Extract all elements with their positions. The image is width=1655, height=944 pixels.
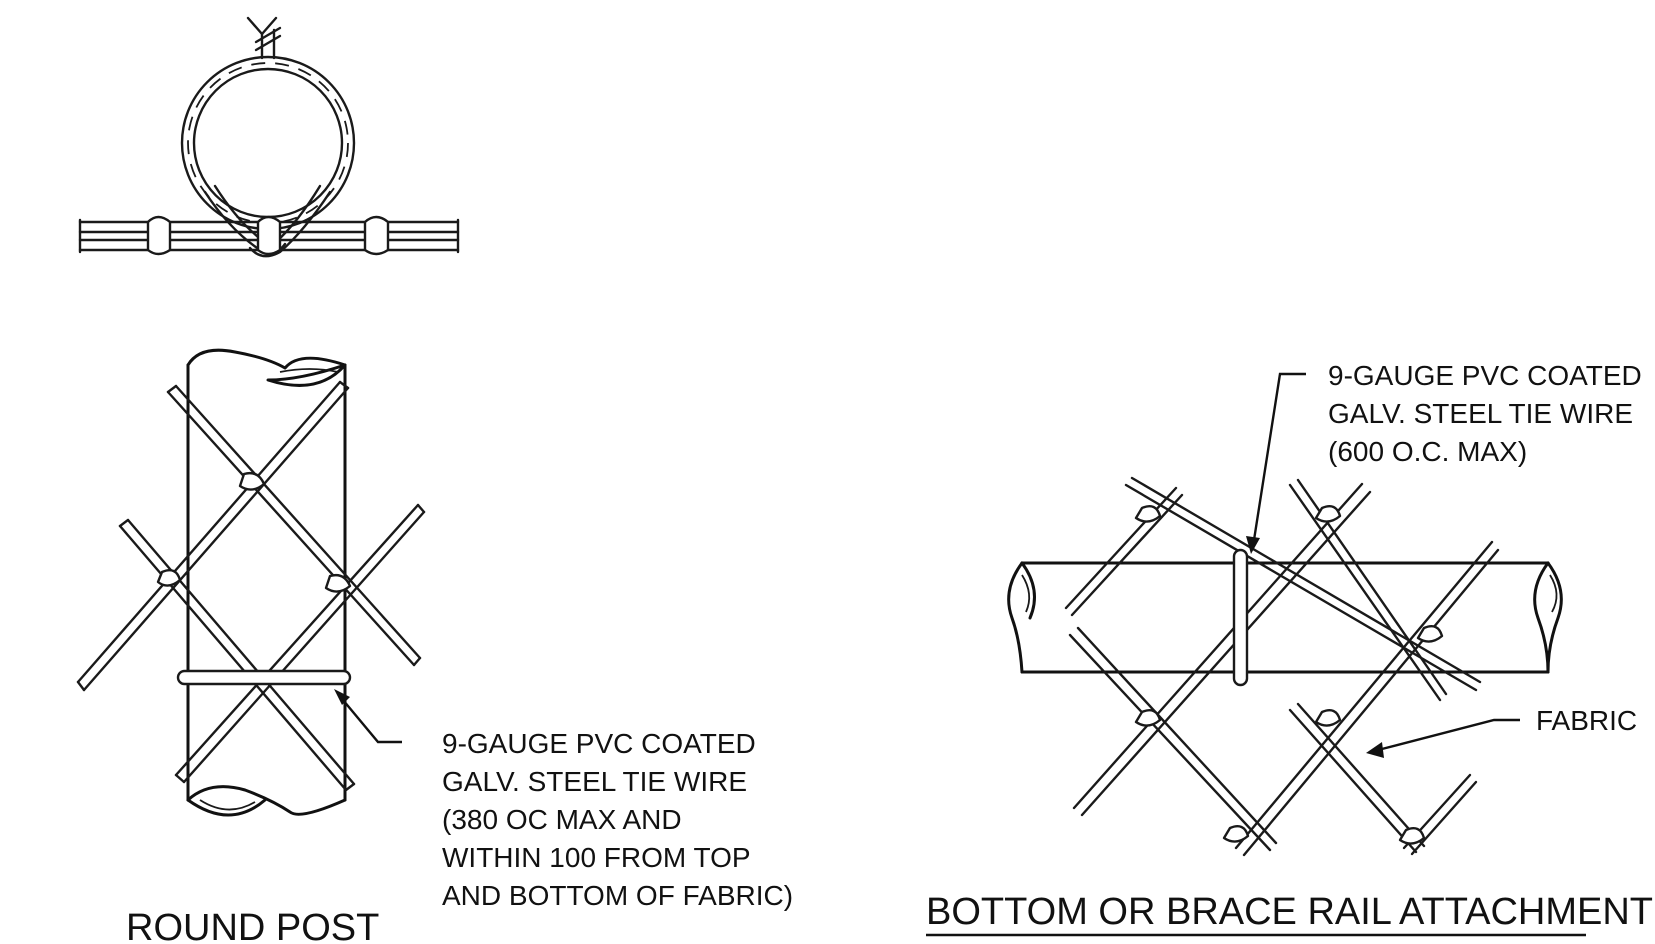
round-post-note-line-4: WITHIN 100 FROM TOP [442,842,751,873]
rail-note-leader [1246,372,1306,554]
round-post-elevation [76,348,426,817]
fabric-wires-rail [1064,476,1500,857]
rail-note-line-1: 9-GAUGE PVC COATED [1328,360,1642,391]
rail-tie-wire-note: 9-GAUGE PVC COATED GALV. STEEL TIE WIRE … [1328,360,1642,467]
round-post-note-line-3: (380 OC MAX AND [442,804,682,835]
round-post-note-line-1: 9-GAUGE PVC COATED [442,728,756,759]
rail-note-line-3: (600 O.C. MAX) [1328,436,1527,467]
fabric-knuckles-rail [1134,505,1444,845]
fabric-wires-post [76,380,426,792]
tie-wire-band-post [176,669,352,686]
rail-note-line-2: GALV. STEEL TIE WIRE [1328,398,1633,429]
round-post-title: ROUND POST [126,907,379,944]
round-post-note-line-2: GALV. STEEL TIE WIRE [442,766,747,797]
fabric-label: FABRIC [1536,705,1637,736]
tie-wire-band-rail [1232,548,1249,687]
post-inner-circle [192,67,344,219]
round-post-tie-wire-note: 9-GAUGE PVC COATED GALV. STEEL TIE WIRE … [442,728,793,911]
round-post-note-line-5: AND BOTTOM OF FABRIC) [442,880,793,911]
rail-elevation [1007,476,1563,857]
fabric-knuckles-post [156,471,352,593]
post-outer-circle [180,55,356,231]
fabric-knuckles-plan [146,215,390,256]
fabric-leader [1366,718,1520,758]
round-post-plan-view [78,16,460,258]
tie-wire-twist-top [246,16,282,60]
rail-attachment-title: BOTTOM OR BRACE RAIL ATTACHMENT [926,891,1653,933]
round-post-note-leader [334,689,402,744]
